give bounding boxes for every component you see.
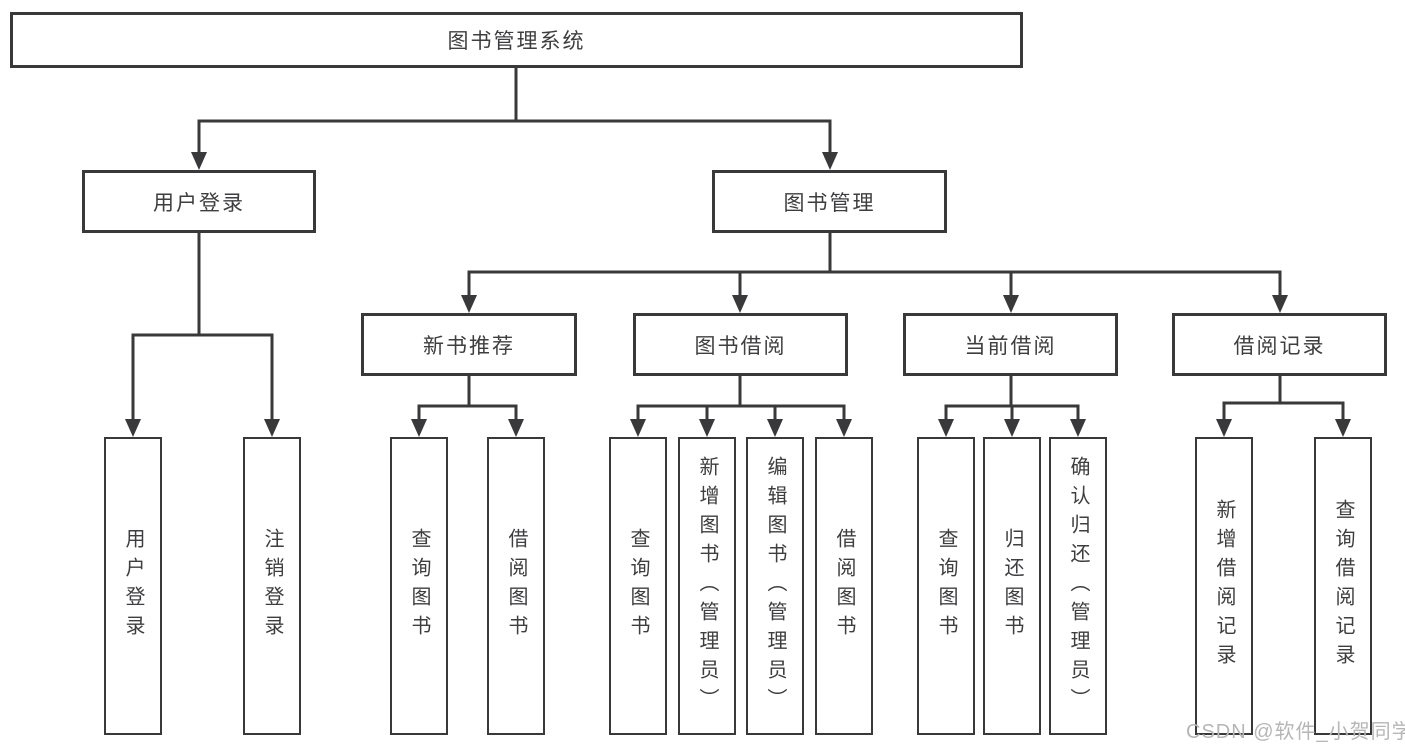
node-recommend-query-books: 查询图书 — [390, 437, 448, 735]
node-current-borrowing: 当前借阅 — [903, 313, 1118, 376]
node-new-book-recommend: 新书推荐 — [361, 313, 577, 376]
node-current-query-books: 查询图书 — [917, 437, 975, 735]
node-book-management-system: 图书管理系统 — [10, 12, 1023, 68]
node-recommend-borrow-books: 借阅图书 — [487, 437, 545, 735]
node-current-confirm-return-admin: 确认归还（管理员） — [1049, 437, 1107, 735]
node-borrowing-edit-books-admin: 编辑图书（管理员） — [746, 437, 804, 735]
node-user-login: 用户登录 — [104, 437, 162, 735]
node-user-login-group: 用户登录 — [82, 170, 316, 233]
csdn-watermark: CSDN @软件_小贺同学 — [1186, 721, 1405, 743]
node-records-add-record: 新增借阅记录 — [1195, 437, 1253, 735]
node-borrowing-query-books: 查询图书 — [609, 437, 667, 735]
node-borrowing-records: 借阅记录 — [1172, 313, 1387, 376]
node-borrowing-add-books-admin: 新增图书（管理员） — [678, 437, 736, 735]
node-current-return-books: 归还图书 — [983, 437, 1041, 735]
node-book-management-group: 图书管理 — [712, 170, 947, 233]
node-records-query-record: 查询借阅记录 — [1314, 437, 1372, 735]
node-borrowing-borrow-books: 借阅图书 — [815, 437, 873, 735]
node-book-borrowing: 图书借阅 — [633, 313, 848, 376]
node-logout: 注销登录 — [243, 437, 301, 735]
